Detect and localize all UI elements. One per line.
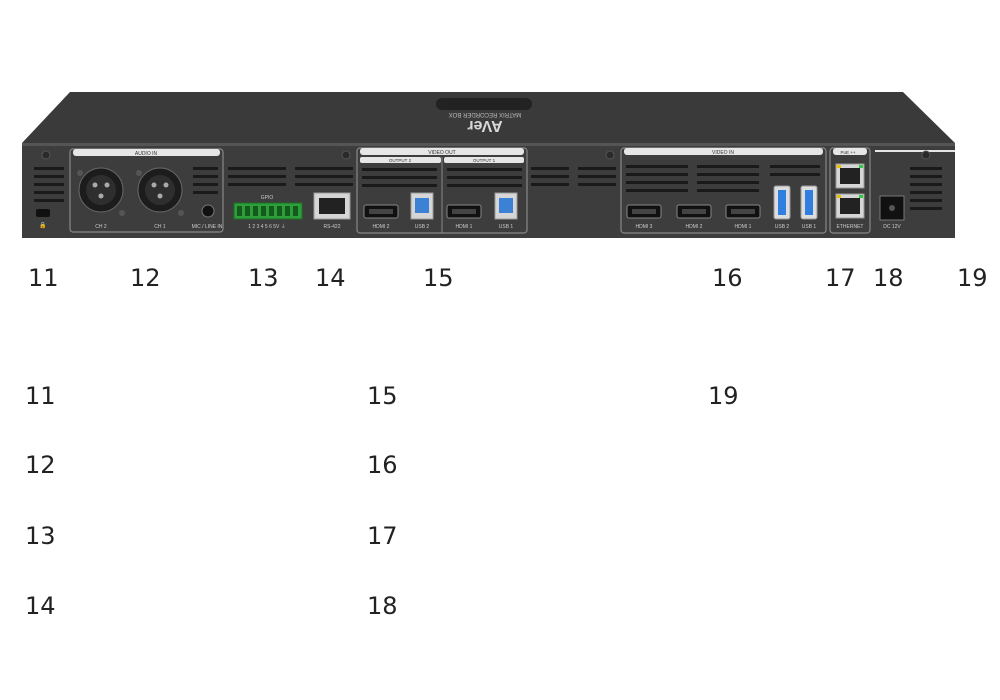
device-rear-panel-illustration: AVer MATRIX RECORDER BOX 🔒 AUDIO IN CH 2… — [22, 92, 955, 238]
callout-17: 17 — [825, 264, 856, 292]
legend-number: 16 — [367, 451, 398, 479]
mic-jack-port — [201, 204, 215, 218]
hdmi3-in-label: HDMI 3 — [636, 224, 653, 230]
ch2-label: CH 2 — [95, 224, 107, 230]
mid-vents-2 — [531, 167, 616, 186]
gpio-label: GPIO — [261, 195, 274, 201]
rs422-port — [313, 192, 351, 220]
model-text: MATRIX RECORDER BOX — [449, 111, 522, 117]
ethernet-label: ETHERNET — [837, 224, 864, 230]
hdmi2-in-port — [676, 204, 712, 219]
legend-number: 12 — [25, 451, 56, 479]
ethernet-port-top — [835, 163, 865, 189]
legend-number: 14 — [25, 592, 56, 620]
top-vent-grille — [436, 98, 532, 110]
callout-12: 12 — [130, 264, 161, 292]
output1-label: OUTPUT 1 — [473, 158, 496, 163]
hdmi1-in-label: HDMI 1 — [735, 224, 752, 230]
hdmi3-in-port — [626, 204, 662, 219]
mid-vents-1 — [228, 167, 353, 186]
dc-power-port — [879, 195, 905, 221]
gpio-pins-label: 1 2 3 4 5 6 5V ⏚ — [248, 223, 286, 230]
poe-label: PoE ++ — [840, 150, 855, 155]
kensington-lock-icon — [36, 209, 50, 217]
legend-number: 17 — [367, 522, 398, 550]
usb1-in-label: USB 1 — [802, 224, 817, 230]
callout-18: 18 — [873, 264, 904, 292]
usb2-out-label: USB 2 — [415, 224, 430, 230]
ch1-label: CH 1 — [154, 224, 166, 230]
screw-icon — [41, 150, 51, 160]
hdmi1-in-port — [725, 204, 761, 219]
output2-label: OUTPUT 2 — [389, 158, 412, 163]
callout-19: 19 — [957, 264, 988, 292]
right-vents — [910, 167, 942, 210]
brand-logo-text: AVer — [467, 117, 502, 134]
hdmi1-out-label: HDMI 1 — [456, 224, 473, 230]
video-in-label: VIDEO IN — [712, 150, 734, 156]
callout-15: 15 — [423, 264, 454, 292]
usb1-in-port — [800, 185, 818, 220]
hdmi2-in-label: HDMI 2 — [686, 224, 703, 230]
audio-in-label: AUDIO IN — [135, 151, 158, 157]
callout-11: 11 — [28, 264, 59, 292]
chassis-top — [22, 92, 955, 143]
usb1-out-port — [494, 192, 518, 220]
hdmi2-out-port — [363, 204, 399, 219]
legend-number: 18 — [367, 592, 398, 620]
legend-number: 13 — [25, 522, 56, 550]
rs422-label: RS-422 — [324, 224, 341, 230]
mic-label: MIC / LINE IN — [192, 224, 223, 230]
xlr-ch2-port — [77, 167, 125, 216]
gpio-terminal-block — [233, 202, 303, 220]
usb2-in-port — [773, 185, 791, 220]
xlr-ch1-port — [136, 167, 184, 216]
callout-13: 13 — [248, 264, 279, 292]
ethernet-port-bottom — [835, 193, 865, 219]
hdmi1-out-port — [446, 204, 482, 219]
dc-label: DC 12V — [883, 224, 901, 230]
legend-number: 19 — [708, 382, 739, 410]
callout-16: 16 — [712, 264, 743, 292]
usb2-out-port — [410, 192, 434, 220]
hdmi2-out-label: HDMI 2 — [373, 224, 390, 230]
usb1-out-label: USB 1 — [499, 224, 514, 230]
left-vents — [34, 167, 64, 202]
legend-number: 15 — [367, 382, 398, 410]
usb2-in-label: USB 2 — [775, 224, 790, 230]
callout-14: 14 — [315, 264, 346, 292]
video-out-label: VIDEO OUT — [428, 150, 456, 156]
legend-number: 11 — [25, 382, 56, 410]
svg-text:🔒: 🔒 — [39, 221, 46, 229]
